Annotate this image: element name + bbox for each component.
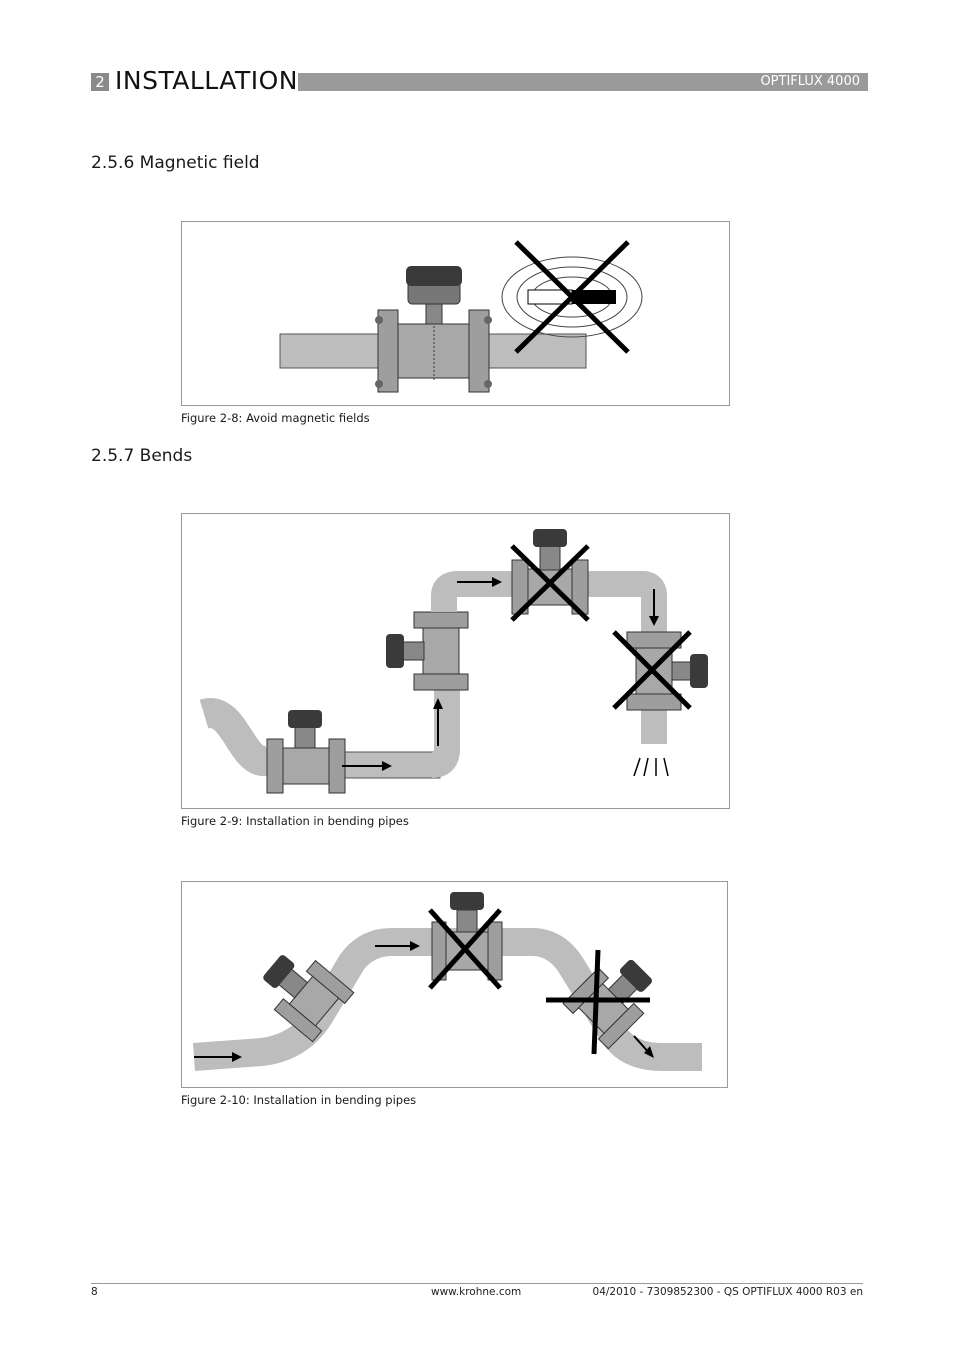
bends-illustration-2 xyxy=(192,892,702,1071)
caption-figure-2-8: Figure 2-8: Avoid magnetic fields xyxy=(181,411,370,425)
figure-avoid-magnetic-fields xyxy=(181,221,730,406)
header-bar: OPTIFLUX 4000 xyxy=(298,73,868,91)
footer-rule xyxy=(91,1283,863,1284)
page-header: 2 INSTALLATION OPTIFLUX 4000 xyxy=(91,68,868,94)
caption-figure-2-9: Figure 2-9: Installation in bending pipe… xyxy=(181,814,409,828)
chapter-title: INSTALLATION xyxy=(115,66,298,95)
footer-doc-ref: 04/2010 - 7309852300 - QS OPTIFLUX 4000 … xyxy=(592,1286,863,1298)
bends-illustration-1 xyxy=(199,529,708,794)
figure-bending-pipes-vertical xyxy=(181,513,730,809)
caption-figure-2-10: Figure 2-10: Installation in bending pip… xyxy=(181,1093,417,1107)
section-heading-magnetic-field: 2.5.6 Magnetic field xyxy=(91,153,260,173)
page-number: 8 xyxy=(91,1286,98,1298)
magnetic-field-illustration xyxy=(279,240,643,393)
product-name: OPTIFLUX 4000 xyxy=(760,74,860,89)
chapter-number: 2 xyxy=(91,73,109,91)
figure-bending-pipes-inclined xyxy=(181,881,728,1088)
section-heading-bends: 2.5.7 Bends xyxy=(91,446,193,466)
footer-website: www.krohne.com xyxy=(431,1286,522,1298)
